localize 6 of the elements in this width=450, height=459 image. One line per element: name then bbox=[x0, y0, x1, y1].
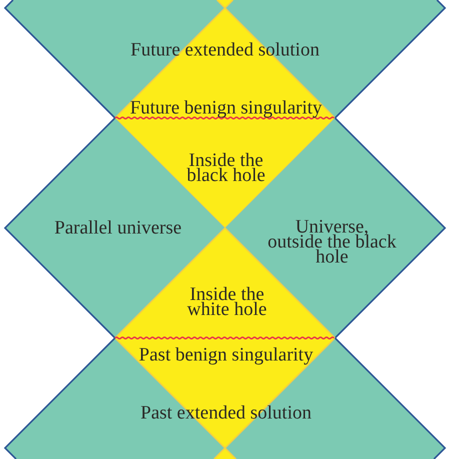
region-label: Parallel universe bbox=[54, 220, 182, 236]
region-label: Inside the white hole bbox=[186, 287, 268, 317]
region-label: Universe, outside the black hole bbox=[268, 220, 396, 264]
line-label: Past benign singularity bbox=[138, 348, 314, 362]
line-label: Future benign singularity bbox=[130, 100, 322, 116]
region-label: Inside the black hole bbox=[186, 153, 266, 183]
